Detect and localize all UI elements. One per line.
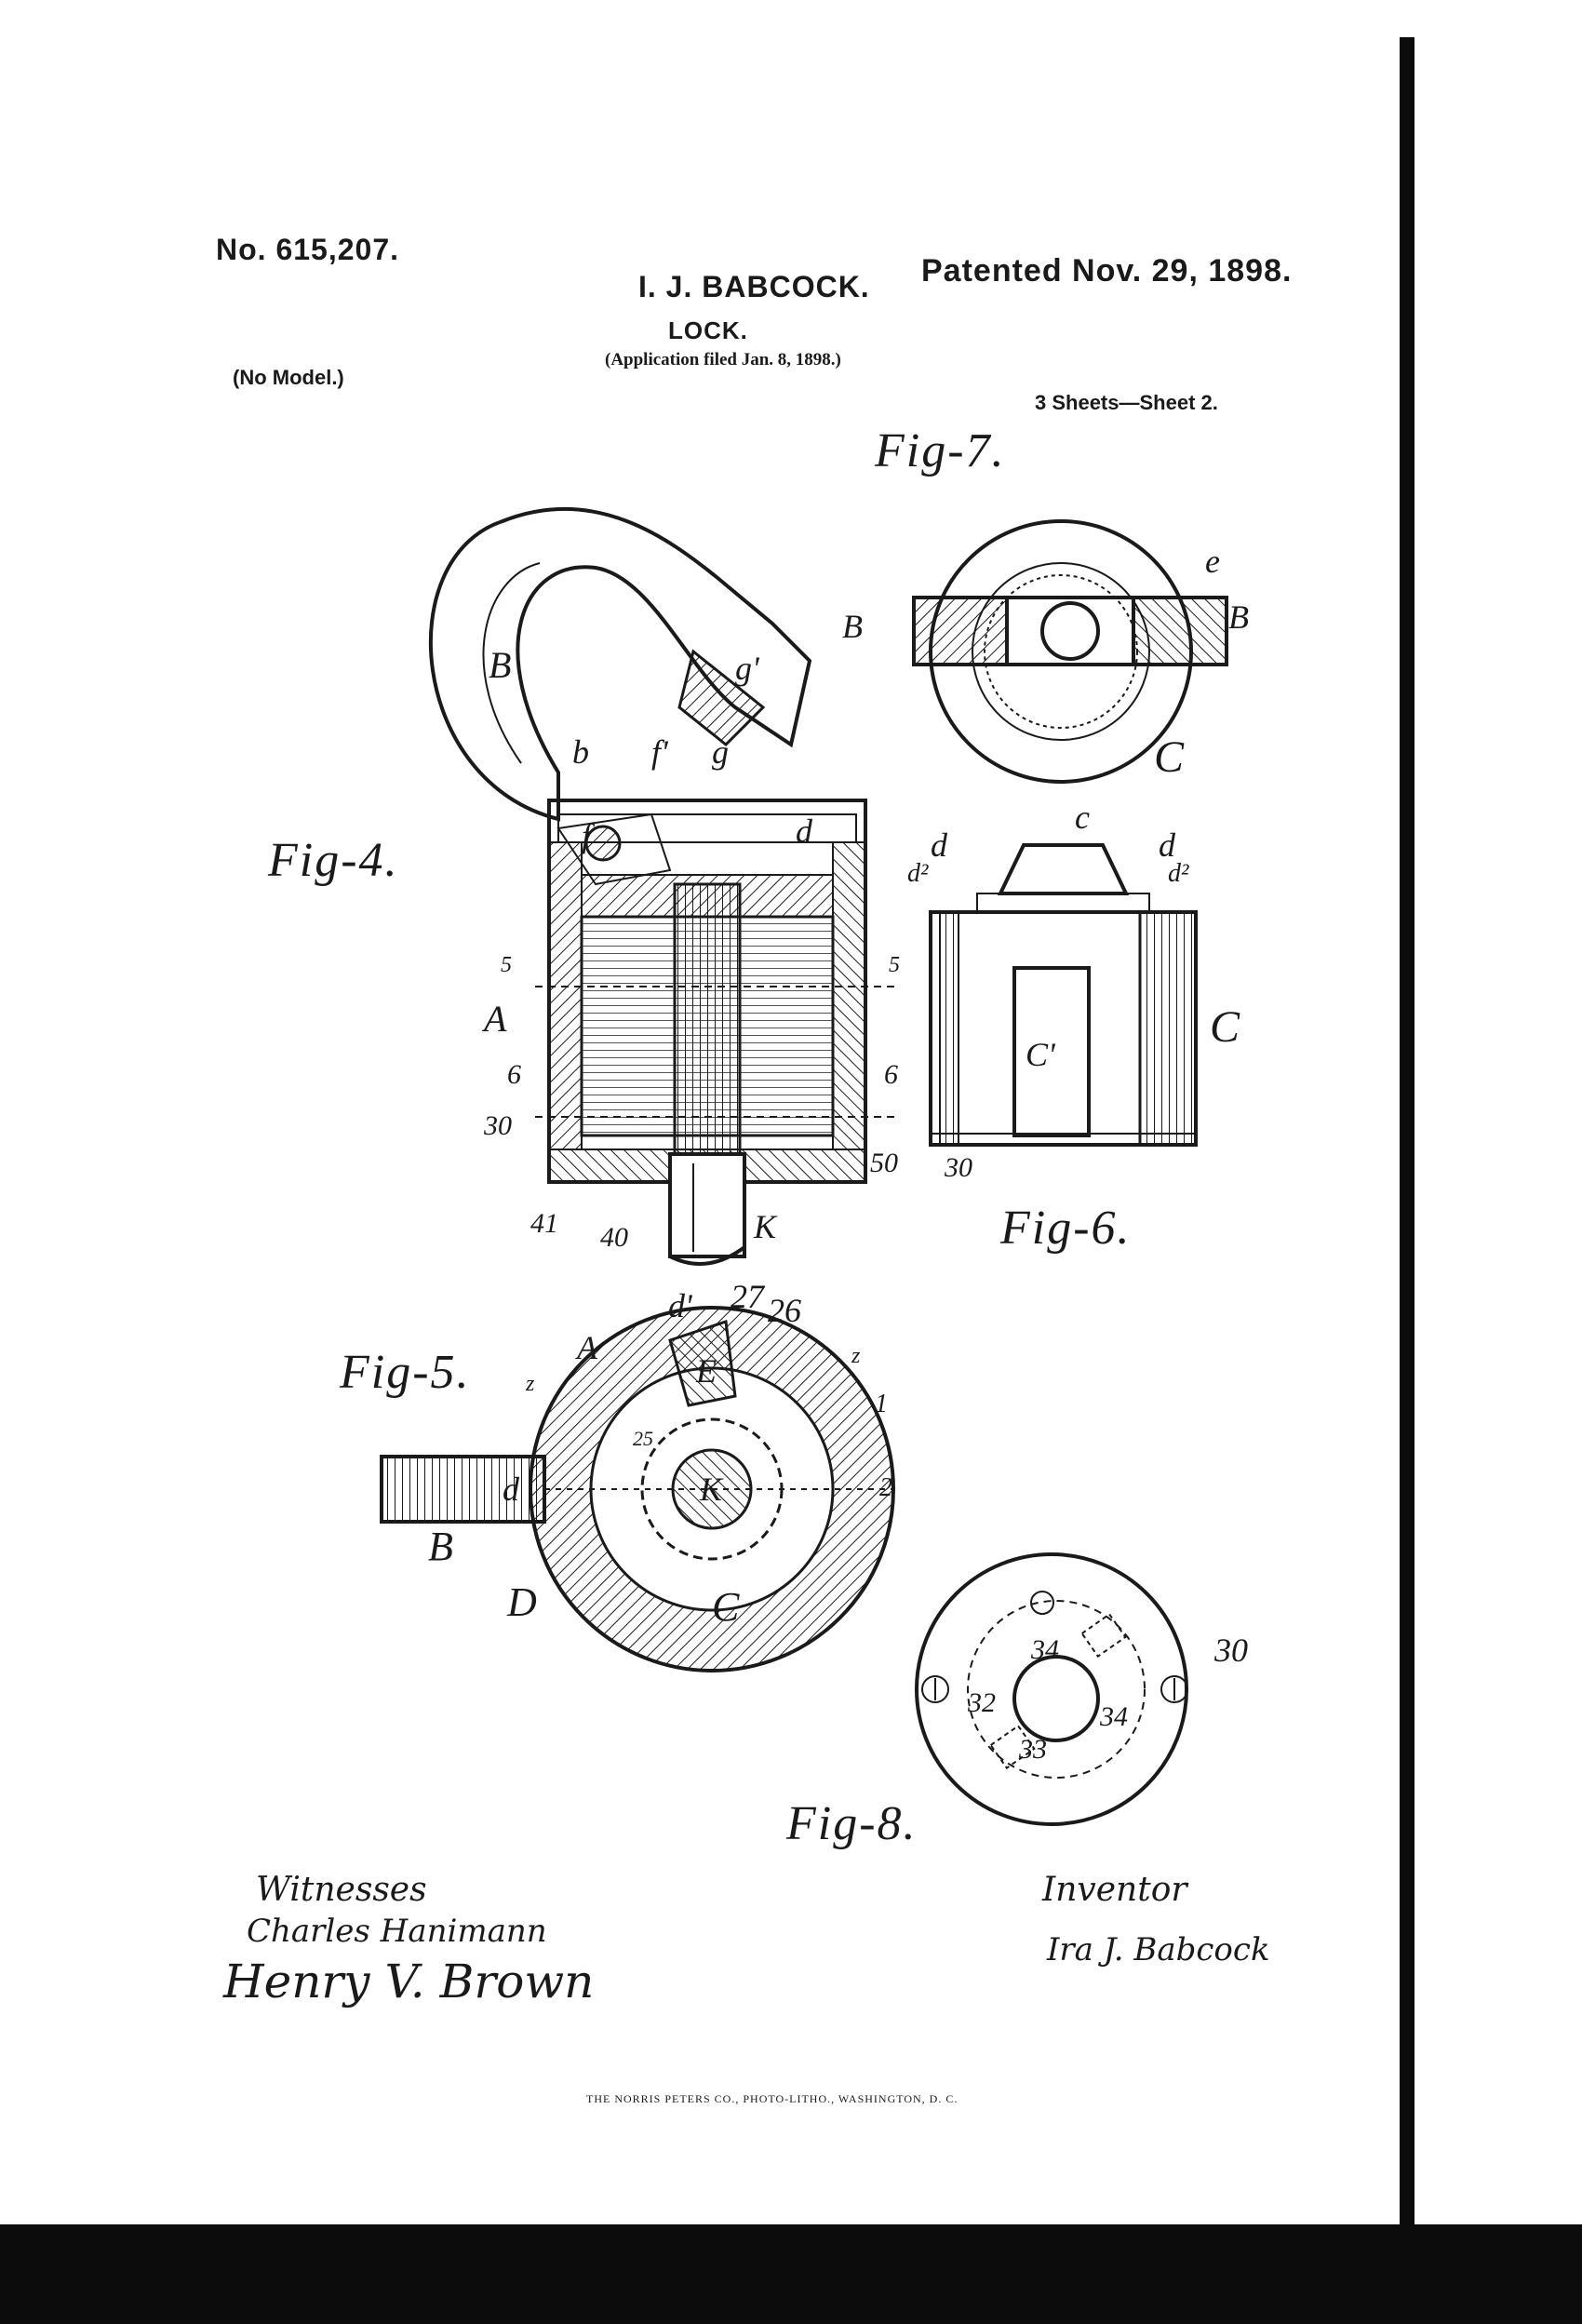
inventor-name: I. J. BABCOCK. — [638, 270, 870, 303]
ref-label: A — [484, 998, 507, 1040]
fig-7-label: Fig-7. — [875, 424, 1006, 477]
figure-5-drawing — [380, 1306, 895, 1672]
witness-signature-1: Charles Hanimann — [247, 1913, 547, 1950]
ref-label: 2 — [879, 1473, 892, 1502]
ref-label: 30 — [484, 1110, 512, 1141]
ref-label: 25 — [633, 1427, 653, 1450]
ref-label: d — [1159, 826, 1175, 864]
patent-date: Patented Nov. 29, 1898. — [921, 253, 1293, 289]
ref-label: 30 — [1214, 1632, 1248, 1669]
figure-4-drawing — [428, 506, 898, 1266]
model-note: (No Model.) — [233, 366, 344, 389]
ref-label: 41 — [530, 1208, 558, 1239]
ref-label: d — [503, 1471, 519, 1508]
ref-label: d' — [668, 1287, 692, 1324]
ref-label: 30 — [945, 1152, 972, 1183]
ref-label: 6 — [884, 1059, 898, 1090]
ref-label: c — [1075, 799, 1090, 836]
ref-label: d — [796, 813, 812, 850]
ref-label: e — [1205, 543, 1220, 580]
ref-label: 1 — [875, 1390, 888, 1418]
figure-6-drawing — [929, 843, 1198, 1147]
ref-label: d² — [1168, 859, 1189, 888]
scan-border-bottom — [0, 2224, 1582, 2324]
figure-7-drawing — [912, 519, 1228, 784]
witness-signature-2: Henry V. Brown — [223, 1955, 595, 2008]
inventor-label: Inventor — [1042, 1871, 1187, 1909]
ref-label: b — [572, 733, 589, 771]
ref-label: 27 — [731, 1278, 764, 1315]
ref-label: K — [700, 1471, 723, 1508]
ref-label: 26 — [768, 1292, 801, 1329]
ref-label: d — [931, 826, 947, 864]
ref-label: C' — [1026, 1036, 1055, 1073]
ref-label: C — [712, 1584, 740, 1630]
fig-4-label: Fig-4. — [268, 834, 399, 887]
scan-border-right — [1400, 37, 1414, 2324]
ref-label: C — [1210, 1002, 1240, 1052]
patent-number: No. 615,207. — [216, 233, 399, 266]
ref-label: 33 — [1019, 1734, 1047, 1765]
sheet-count: 3 Sheets—Sheet 2. — [1035, 391, 1218, 414]
ref-label: z — [851, 1344, 861, 1368]
ref-label: g — [712, 733, 729, 771]
ref-label: A — [577, 1329, 597, 1366]
ref-label: 34 — [1031, 1634, 1059, 1665]
ref-label: f — [582, 817, 592, 854]
printer-imprint: THE NORRIS PETERS CO., PHOTO-LITHO., WAS… — [586, 2092, 959, 2105]
ref-label: d² — [907, 859, 929, 888]
ref-label: 32 — [968, 1687, 996, 1718]
figure-8-drawing — [915, 1552, 1188, 1826]
ref-label: 6 — [507, 1059, 521, 1090]
witnesses-label: Witnesses — [256, 1871, 427, 1909]
fig-8-label: Fig-8. — [786, 1797, 918, 1850]
ref-label: B — [428, 1524, 453, 1569]
ref-label: 50 — [870, 1148, 898, 1178]
ref-label: 5 — [889, 953, 900, 977]
ref-label: K — [754, 1208, 777, 1245]
ref-label: E — [696, 1352, 717, 1390]
ref-label: f' — [651, 733, 668, 771]
ref-label: 40 — [600, 1222, 628, 1253]
ref-label: C — [1154, 732, 1185, 782]
ref-label: D — [507, 1579, 537, 1625]
patent-title: LOCK. — [668, 316, 748, 344]
ref-label: 34 — [1100, 1701, 1128, 1732]
ref-label: z — [526, 1372, 535, 1396]
ref-label: B — [842, 608, 863, 645]
fig-6-label: Fig-6. — [1000, 1202, 1132, 1255]
inventor-signature: Ira J. Babcock — [1047, 1931, 1270, 1968]
ref-label: B — [1228, 598, 1249, 636]
application-filed: (Application filed Jan. 8, 1898.) — [605, 350, 841, 369]
fig-5-label: Fig-5. — [340, 1346, 471, 1399]
ref-label: B — [489, 644, 512, 686]
ref-label: 5 — [501, 953, 512, 977]
ref-label: g' — [735, 650, 759, 687]
